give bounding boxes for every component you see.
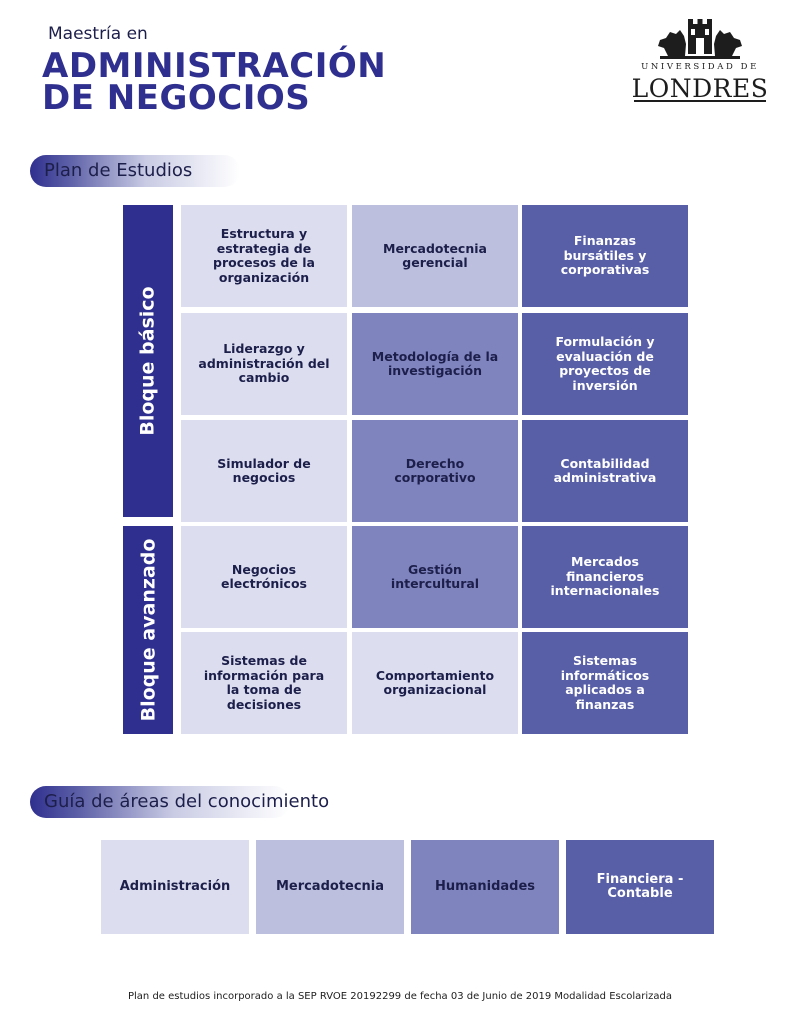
- subject-cell: Metodología de la investigación: [352, 313, 518, 415]
- program-title: ADMINISTRACIÓN DE NEGOCIOS: [42, 46, 387, 118]
- program-title-line-2: DE NEGOCIOS: [42, 78, 311, 118]
- guide-heading: Guía de áreas del conocimiento: [44, 791, 330, 812]
- plan-heading-pill: [30, 155, 240, 187]
- legend-financiera-contable: Financiera - Contable: [566, 840, 714, 934]
- footer-note: Plan de estudios incorporado a la SEP RV…: [127, 991, 672, 1002]
- subject-cell: Estructura y estrategia de procesos de l…: [181, 205, 347, 307]
- university-logo: UNIVERSIDAD DE LONDRES: [630, 16, 770, 108]
- subject-cell: Sistemas informáticos aplicados a finanz…: [522, 632, 688, 734]
- legend-administracion: Administración: [101, 840, 249, 934]
- subject-cell: Finanzas bursátiles y corporativas: [522, 205, 688, 307]
- logo-name-text: LONDRES: [631, 74, 769, 103]
- subject-cell: Simulador de negocios: [181, 420, 347, 522]
- subject-cell: Negocios electrónicos: [181, 526, 347, 628]
- subject-cell: Sistemas de información para la toma de …: [181, 632, 347, 734]
- program-title-line-1: ADMINISTRACIÓN: [42, 46, 387, 86]
- subject-cell: Formulación y evaluación de proyectos de…: [522, 313, 688, 415]
- subject-cell: Derecho corporativo: [352, 420, 518, 522]
- subject-cell: Comportamiento organizacional: [352, 632, 518, 734]
- legend-mercadotecnia: Mercadotecnia: [256, 840, 404, 934]
- logo-universidad-text: UNIVERSIDAD DE: [641, 62, 759, 72]
- subject-cell: Gestión intercultural: [352, 526, 518, 628]
- bloque-basico-text: Bloque básico: [137, 286, 159, 436]
- logo-divider: [634, 100, 766, 102]
- subject-cell: Mercados financieros internacionales: [522, 526, 688, 628]
- guide-heading-pill: [30, 786, 290, 818]
- bloque-avanzado-text: Bloque avanzado: [137, 538, 160, 722]
- subject-cell: Liderazgo y administración del cambio: [181, 313, 347, 415]
- legend-humanidades: Humanidades: [411, 840, 559, 934]
- bloque-basico-label: Bloque básico: [123, 205, 173, 517]
- program-subtitle: Maestría en: [48, 24, 148, 44]
- bloque-avanzado-label: Bloque avanzado: [123, 526, 173, 734]
- subject-cell: Mercadotecnia gerencial: [352, 205, 518, 307]
- subject-cell: Contabilidad administrativa: [522, 420, 688, 522]
- crest-icon: [658, 19, 742, 59]
- plan-heading: Plan de Estudios: [44, 160, 193, 181]
